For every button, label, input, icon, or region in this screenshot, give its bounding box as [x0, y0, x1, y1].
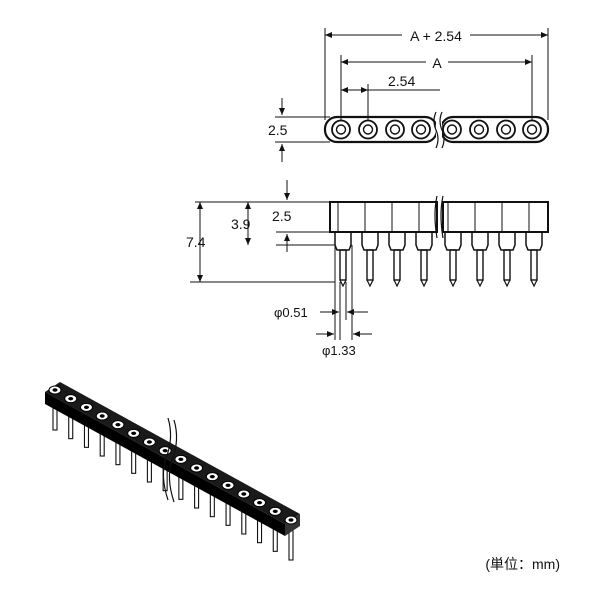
pin-shoulder [361, 232, 379, 251]
side-view [190, 180, 549, 340]
iso-pins [52, 399, 294, 561]
pin-shoulder [525, 232, 543, 251]
pin-tail [339, 249, 347, 281]
pin-tail [420, 249, 428, 281]
socket-hole-outer [358, 119, 378, 140]
iso-hole-center [115, 422, 121, 427]
socket-hole-inner [415, 124, 427, 135]
iso-hole-center [288, 518, 294, 522]
dim-shoulder-label: 3.9 [231, 216, 251, 232]
socket-hole-inner [389, 124, 401, 135]
pin-shoulder [471, 232, 489, 251]
socket-hole-inner [473, 124, 485, 135]
socket-hole-outer [411, 119, 431, 140]
pin-tip [449, 279, 457, 288]
side-body-left [329, 201, 438, 233]
isometric-view [45, 382, 300, 561]
top-socket-holes [331, 119, 542, 140]
pin-shoulder [498, 232, 516, 251]
pin-tip [420, 279, 428, 288]
pin-tip [366, 279, 374, 288]
iso-hole-center [178, 457, 184, 462]
pin-tip [530, 279, 538, 288]
iso-hole-center [194, 466, 200, 470]
socket-hole-outer [385, 119, 405, 140]
pin-tail [503, 249, 511, 281]
pin-tail [476, 249, 484, 281]
socket-hole-outer [469, 119, 489, 140]
pin-tail [393, 249, 401, 281]
iso-hole-center [99, 414, 105, 418]
iso-hole-center [68, 396, 74, 401]
dim-shoulder-dia-label: φ1.33 [322, 343, 356, 358]
pin-tip [339, 279, 347, 288]
socket-hole-outer [331, 119, 351, 140]
pin-tip [476, 279, 484, 288]
side-body-right [442, 201, 549, 233]
iso-break-line [162, 417, 172, 501]
pin-tail [366, 249, 374, 281]
pin-tail [530, 249, 538, 281]
top-view [275, 28, 550, 162]
iso-holes [48, 385, 298, 525]
dimension-labels: A + 2.54 A 2.54 2.5 2.5 3.9 7.4 φ0.51 φ1… [186, 26, 470, 358]
iso-hole-center [257, 500, 263, 505]
iso-hole-center [83, 405, 89, 410]
pin-shoulder [334, 232, 352, 251]
socket-hole-outer [442, 119, 462, 140]
iso-pin [288, 529, 294, 561]
iso-hole-center [162, 448, 168, 453]
iso-hole-center [241, 492, 247, 496]
iso-strip-top [45, 382, 300, 524]
iso-hole-center [272, 509, 278, 514]
socket-hole-inner [446, 124, 458, 135]
side-pins [334, 202, 543, 288]
socket-hole-outer [522, 119, 542, 140]
pin-shoulder [388, 232, 406, 251]
dim-total-label: A + 2.54 [410, 28, 462, 44]
dim-pitch-label: 2.54 [388, 73, 415, 89]
pin-tail [449, 249, 457, 281]
dim-overall-label: 7.4 [186, 234, 206, 250]
pin-shoulder [415, 232, 433, 251]
socket-hole-inner [526, 124, 538, 135]
dim-width-label: 2.5 [268, 122, 288, 138]
pin-tip [393, 279, 401, 288]
dim-body-label: 2.5 [272, 208, 292, 224]
pin-tip [503, 279, 511, 288]
socket-hole-inner [335, 124, 347, 135]
unit-label: (単位：mm) [485, 556, 560, 572]
iso-hole-center [52, 388, 58, 392]
socket-hole-inner [500, 124, 512, 135]
iso-hole-center [131, 431, 137, 436]
iso-hole-center [225, 483, 231, 488]
dim-a-label: A [432, 55, 442, 71]
socket-hole-outer [496, 119, 516, 140]
dim-pin-dia-label: φ0.51 [274, 305, 308, 320]
iso-hole-center [209, 474, 215, 479]
iso-hole-center [146, 440, 152, 444]
pin-shoulder [444, 232, 462, 251]
socket-hole-inner [362, 124, 374, 135]
